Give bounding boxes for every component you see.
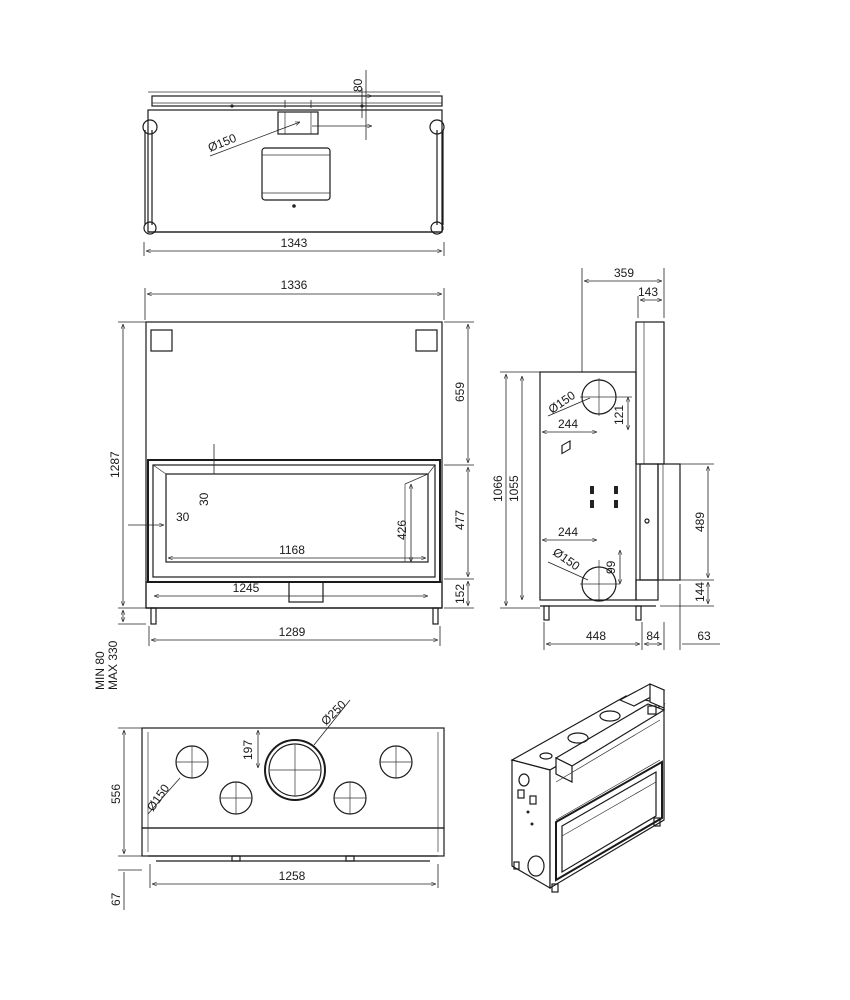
dim-152: 152 [453, 584, 467, 604]
dim-84: 84 [646, 629, 660, 643]
side-view: 359 143 Ø150 121 244 244 Ø150 99 [491, 266, 720, 650]
dim-67: 67 [109, 892, 123, 906]
dim-477: 477 [453, 510, 467, 530]
corner-roller-icon [142, 119, 158, 135]
dim-phi150-bottom: Ø150 [550, 545, 582, 573]
dim-244-top: 244 [558, 417, 578, 431]
dim-1258: 1258 [279, 869, 306, 883]
iso-top-spigot [599, 710, 621, 722]
dim-1289: 1289 [279, 625, 306, 639]
vent-square [415, 329, 438, 352]
foot [150, 607, 157, 625]
flue-collar [277, 111, 319, 135]
dim-phi250: Ø250 [318, 697, 349, 728]
vent-square [150, 329, 173, 352]
dim-426: 426 [395, 520, 409, 540]
dim-144: 144 [693, 582, 707, 602]
convection-box [261, 147, 331, 201]
iso-door-frame [555, 760, 663, 882]
iso-top-spigot [567, 732, 589, 744]
dim-63: 63 [697, 629, 711, 643]
top-view: 80 Ø150 1343 [142, 70, 445, 256]
dim-1336: 1336 [281, 278, 308, 292]
dim-30-vertical: 30 [197, 492, 211, 506]
glass-opening [165, 473, 429, 563]
dim-80: 80 [351, 78, 365, 92]
flue-outlet-circle [264, 739, 326, 801]
top-body-outline [147, 109, 443, 233]
dim-244-bottom: 244 [558, 525, 578, 539]
dim-1287: 1287 [108, 451, 122, 478]
dim-556: 556 [109, 784, 123, 804]
dim-1168: 1168 [279, 543, 305, 557]
dim-1055: 1055 [507, 475, 521, 502]
max-label: MAX 330 [106, 640, 120, 690]
dim-659: 659 [453, 382, 467, 402]
bottom-view: Ø250 197 Ø150 556 67 1258 [109, 697, 445, 910]
isometric-view [510, 439, 666, 893]
side-body-outline [539, 371, 637, 601]
dim-1343: 1343 [281, 236, 308, 250]
dim-143: 143 [638, 285, 658, 299]
dim-phi150-top: Ø150 [546, 388, 578, 416]
dim-1245: 1245 [233, 581, 260, 595]
bottom-front-band [141, 827, 445, 857]
min-label: MIN 80 [93, 651, 107, 690]
dim-359: 359 [614, 266, 634, 280]
foot [432, 607, 439, 625]
iso-side-spigot [527, 855, 545, 877]
corner-roller-icon [143, 221, 157, 235]
top-flue-channel [635, 321, 665, 465]
iso-glass [561, 770, 657, 874]
dim-197: 197 [241, 740, 255, 760]
dim-489: 489 [693, 512, 707, 532]
front-view: 1336 30 30 426 1168 1245 [93, 278, 474, 690]
dim-99: 99 [604, 560, 618, 574]
dim-30-horizontal: 30 [176, 510, 190, 524]
ash-drawer [288, 581, 324, 603]
dim-1066: 1066 [491, 475, 505, 502]
top-flange [151, 95, 443, 107]
door-profile [657, 463, 681, 581]
dim-121: 121 [612, 405, 626, 425]
dim-448: 448 [586, 629, 606, 643]
plinth [145, 581, 443, 609]
